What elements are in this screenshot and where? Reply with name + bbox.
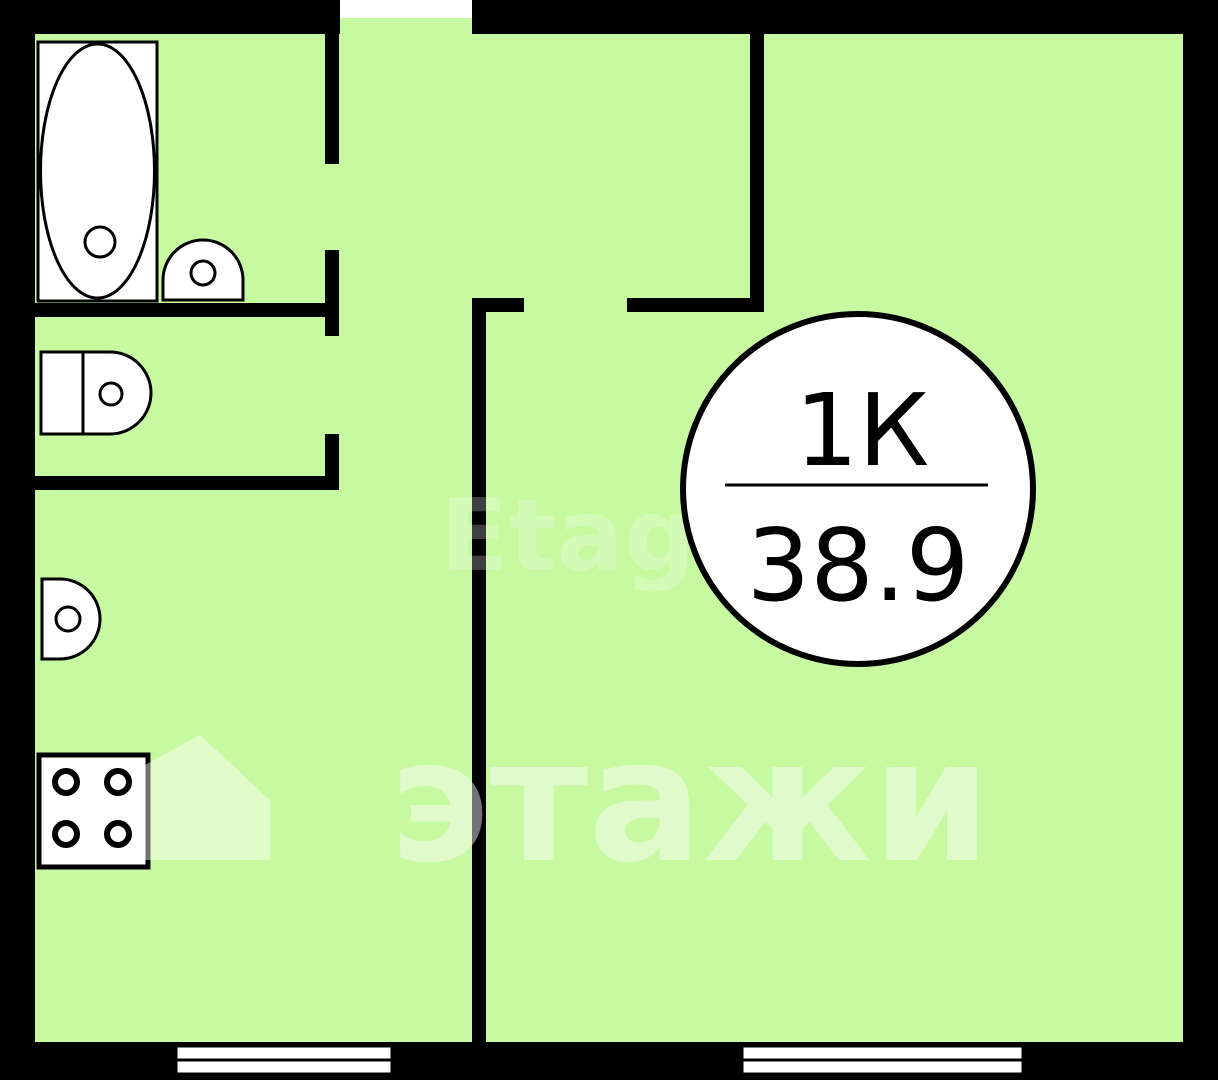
outer-wall-top-left	[0, 0, 340, 34]
toilet-icon	[39, 350, 153, 436]
watermark-logo-icon	[145, 735, 270, 860]
room-partition-top-right	[627, 298, 764, 312]
outer-wall-top-right	[472, 0, 1218, 34]
area-badge: 1К 38.9	[680, 311, 1036, 667]
room-partition-wall	[472, 298, 486, 1078]
watermark-brand: этажи	[389, 703, 991, 901]
toilet-room-bottom-wall	[30, 476, 339, 490]
kitchen-sink-icon	[40, 577, 102, 661]
bathtub-icon	[36, 40, 159, 303]
rooms-label: 1К	[795, 372, 930, 489]
bathroom-bottom-wall	[30, 303, 330, 317]
sink-icon	[161, 238, 245, 302]
window-kitchen	[174, 1044, 394, 1076]
outer-wall-right	[1183, 0, 1218, 1080]
outer-wall-left	[0, 0, 35, 1080]
area-label: 38.9	[747, 507, 970, 624]
room-partition-top-left	[472, 298, 524, 312]
window-room	[740, 1044, 1025, 1076]
stove-icon	[36, 752, 151, 870]
niche-wall-vertical	[750, 28, 764, 312]
bathroom-wall-upper	[325, 28, 339, 164]
bathroom-wall-lower	[325, 250, 339, 336]
